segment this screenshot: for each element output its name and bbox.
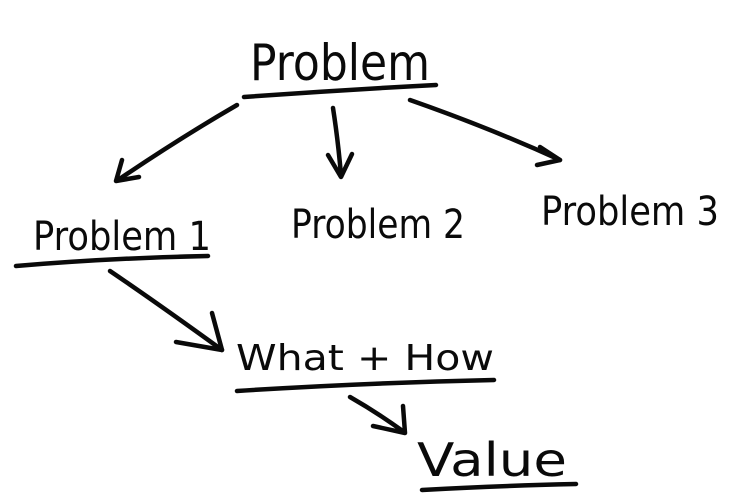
node-problem-3-label: Problem 3 (541, 189, 719, 235)
arrowhead-icon (534, 144, 563, 168)
edge-problem-1-to-what-how (107, 268, 225, 353)
node-what-how-label: What + How (236, 338, 494, 379)
node-value-label: Value (417, 433, 567, 487)
node-problem-1: Problem 1 (13, 214, 211, 269)
arrow-shaft (115, 102, 240, 183)
node-problem-2: Problem 2 (291, 202, 465, 248)
node-value-underline (419, 481, 579, 493)
arrowhead-icon (173, 310, 225, 353)
arrow-shaft (407, 97, 563, 163)
edge-what-how-to-value (347, 394, 408, 436)
arrowhead-icon (370, 403, 408, 436)
node-problem-label: Problem (250, 34, 430, 92)
arrowhead-icon (325, 151, 355, 180)
edge-problem-to-problem-2 (325, 105, 355, 180)
node-what-how-underline (234, 377, 497, 394)
node-problem: Problem (241, 34, 439, 100)
arrow-shaft (347, 394, 407, 435)
node-problem-2-label: Problem 2 (291, 202, 465, 248)
node-problem-3: Problem 3 (541, 189, 719, 235)
arrow-shaft (107, 268, 225, 353)
node-problem-1-underline (13, 253, 211, 269)
arrow-shaft (330, 105, 344, 178)
node-problem-underline (241, 82, 439, 100)
node-problem-1-label: Problem 1 (33, 214, 211, 260)
arrowhead-icon (113, 157, 142, 184)
edge-problem-to-problem-3 (407, 97, 563, 168)
edge-problem-to-problem-1 (113, 102, 240, 184)
node-value: Value (417, 433, 579, 493)
node-what-how: What + How (234, 338, 497, 394)
